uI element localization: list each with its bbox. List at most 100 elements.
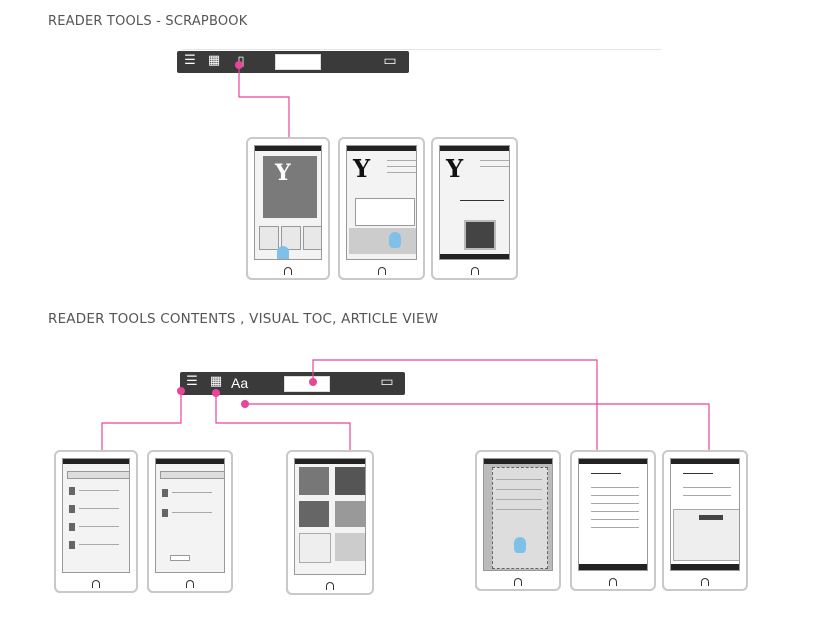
device-screen: [155, 458, 225, 573]
status-bar: [295, 459, 365, 464]
slot: [281, 226, 301, 250]
font-size-toggle: [699, 515, 723, 520]
toc-tile: [335, 467, 365, 495]
text-line: [496, 499, 542, 500]
text-line: [591, 527, 639, 528]
text-line: [591, 503, 639, 504]
window-icon[interactable]: ▭: [383, 53, 397, 69]
device-screen: [483, 458, 553, 571]
scrapbook-section-title: READER TOOLS - SCRAPBOOK: [48, 14, 248, 29]
toolbar-field[interactable]: [284, 376, 330, 392]
list-thumb: [69, 505, 75, 513]
device-contents-list-1: [54, 450, 138, 593]
status-bar: [255, 146, 321, 151]
text-line: [496, 489, 542, 490]
connector-dot: [241, 400, 249, 408]
font-icon[interactable]: Aa: [231, 375, 249, 391]
home-button[interactable]: [514, 578, 522, 586]
button: [170, 555, 190, 561]
text-line: [496, 509, 542, 510]
text-line: [79, 490, 119, 491]
device-article-view: [570, 450, 656, 591]
bottom-bar: [671, 564, 739, 570]
text-line: [79, 508, 119, 509]
reader-toolbar: ☰ ▦ Aa ▭: [180, 372, 405, 395]
device-corner: [246, 256, 270, 280]
device-screen: Y: [254, 145, 322, 260]
status-bar: [347, 146, 416, 151]
text-line: [387, 166, 416, 167]
device-corner: [54, 569, 78, 593]
grid-icon[interactable]: ▦: [207, 53, 221, 68]
hand-icon: [514, 537, 526, 553]
home-button[interactable]: [92, 580, 100, 588]
status-bar: [63, 459, 129, 464]
home-button[interactable]: [186, 580, 194, 588]
page-preview: [263, 156, 317, 218]
home-button[interactable]: [609, 578, 617, 586]
toolbar-field[interactable]: [275, 54, 321, 70]
device-corner: [286, 571, 310, 595]
grid-icon[interactable]: ▦: [209, 374, 223, 389]
home-button[interactable]: [284, 267, 292, 275]
home-button[interactable]: [377, 267, 386, 275]
slot: [303, 226, 321, 250]
connector-dot: [235, 61, 243, 69]
toc-tile: [299, 533, 331, 563]
device-screen: [62, 458, 130, 573]
text-line: [480, 166, 509, 167]
list-thumb: [162, 509, 168, 517]
device-screen: Y: [346, 145, 417, 260]
text-line: [79, 544, 119, 545]
device-corner: [662, 567, 686, 591]
page-letter: Y: [353, 154, 371, 183]
home-button[interactable]: [701, 578, 709, 586]
saved-clip: [464, 220, 496, 250]
home-button[interactable]: [470, 267, 479, 275]
text-line: [591, 511, 639, 512]
keyboard: [349, 228, 416, 254]
text-line: [172, 492, 212, 493]
device-visual-toc: [286, 450, 374, 595]
list-icon[interactable]: ☰: [186, 374, 198, 389]
toc-tile: [299, 467, 329, 495]
device-corner: [147, 569, 171, 593]
status-bar: [156, 459, 224, 464]
device-screen: Y: [439, 145, 510, 260]
toc-tile: [299, 501, 329, 527]
divider: [182, 49, 662, 50]
device-contents-list-2: [147, 450, 233, 593]
bottom-bar: [440, 254, 509, 259]
contents-section-title: READER TOOLS CONTENTS , VISUAL TOC, ARTI…: [48, 311, 439, 327]
connector-grid: [215, 391, 351, 450]
device-screen: [670, 458, 740, 571]
connector-field: [312, 359, 598, 450]
status-bar: [484, 459, 552, 464]
hand-icon: [389, 232, 401, 248]
home-button[interactable]: [326, 582, 334, 590]
text-line: [683, 487, 731, 488]
connector-list: [101, 391, 182, 450]
connector-dot: [177, 387, 185, 395]
device-screen: [294, 458, 366, 575]
dialog: [355, 198, 415, 226]
list-thumb: [69, 541, 75, 549]
list-thumb: [162, 489, 168, 497]
tab-bar: [67, 471, 129, 479]
status-bar: [579, 459, 647, 464]
window-icon[interactable]: ▭: [380, 374, 394, 390]
toc-tile: [335, 501, 365, 527]
text-line: [387, 172, 416, 173]
text-line: [591, 519, 639, 520]
list-thumb: [69, 523, 75, 531]
bottom-bar: [579, 564, 647, 570]
text-line: [683, 495, 731, 496]
text-line: [591, 495, 639, 496]
page-letter: Y: [446, 154, 464, 183]
connector-dot: [309, 378, 317, 386]
list-icon[interactable]: ☰: [184, 53, 196, 68]
slot: [259, 226, 279, 250]
device-corner: [475, 567, 499, 591]
page-letter: Y: [275, 160, 291, 186]
